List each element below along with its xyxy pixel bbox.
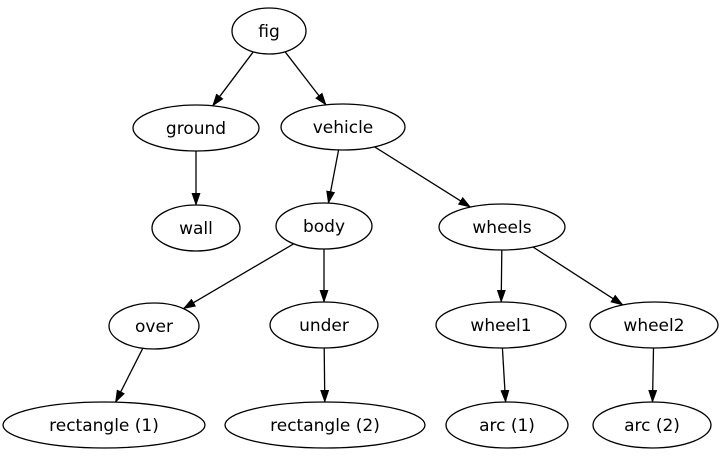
node-vehicle-ellipse bbox=[280, 103, 406, 151]
node-rectangle2-label: rectangle (2) bbox=[270, 416, 380, 436]
edge-vehicle-body bbox=[326, 149, 340, 205]
node-fig-label: fig bbox=[258, 22, 280, 42]
node-rectangle2: rectangle (2) bbox=[224, 401, 426, 449]
edge-vehicle-wheels bbox=[374, 146, 472, 208]
node-wheel1-label: wheel1 bbox=[470, 316, 531, 336]
node-over-label: over bbox=[135, 317, 173, 337]
node-over: over bbox=[108, 302, 200, 350]
node-wheel1-ellipse bbox=[435, 301, 567, 349]
node-over-ellipse bbox=[108, 302, 200, 350]
node-wheels: wheels bbox=[438, 203, 566, 251]
edge-wheels-wheel2 bbox=[532, 246, 624, 306]
edge-wheel1-arc1 bbox=[500, 347, 510, 403]
node-rectangle1-ellipse bbox=[2, 401, 206, 449]
node-rectangle1: rectangle (1) bbox=[2, 401, 206, 449]
node-rectangle1-label: rectangle (1) bbox=[49, 416, 159, 436]
edge-wheels-wheel1 bbox=[496, 249, 506, 303]
edge-body-over bbox=[182, 243, 295, 310]
node-arc2-ellipse bbox=[592, 401, 712, 449]
node-under-ellipse bbox=[269, 301, 379, 349]
node-ground-ellipse bbox=[132, 104, 260, 152]
node-body-ellipse bbox=[275, 202, 373, 250]
node-wheel2-ellipse bbox=[589, 301, 719, 349]
node-body-label: body bbox=[303, 217, 345, 237]
node-vehicle-label: vehicle bbox=[313, 118, 374, 138]
node-under-label: under bbox=[299, 316, 349, 336]
node-wheel1: wheel1 bbox=[435, 301, 567, 349]
node-wall: wall bbox=[151, 204, 241, 252]
node-arc2-label: arc (2) bbox=[624, 416, 680, 436]
node-arc1: arc (1) bbox=[445, 401, 569, 449]
node-ground: ground bbox=[132, 104, 260, 152]
node-fig: fig bbox=[231, 7, 307, 55]
node-arc1-label: arc (1) bbox=[479, 416, 535, 436]
node-ground-label: ground bbox=[166, 119, 226, 139]
node-wheel2: wheel2 bbox=[589, 301, 719, 349]
edge-under-rectangle2 bbox=[320, 347, 330, 403]
node-wall-ellipse bbox=[151, 204, 241, 252]
node-under: under bbox=[269, 301, 379, 349]
node-arc2: arc (2) bbox=[592, 401, 712, 449]
edge-wheel2-arc2 bbox=[648, 347, 658, 403]
edge-fig-vehicle bbox=[284, 51, 327, 106]
node-arc1-ellipse bbox=[445, 401, 569, 449]
node-wheels-ellipse bbox=[438, 203, 566, 251]
edge-over-rectangle1 bbox=[114, 348, 144, 404]
node-vehicle: vehicle bbox=[280, 103, 406, 151]
node-wheels-label: wheels bbox=[472, 218, 531, 238]
node-wheel2-label: wheel2 bbox=[623, 316, 684, 336]
node-body: body bbox=[275, 202, 373, 250]
node-fig-ellipse bbox=[231, 7, 307, 55]
node-wall-label: wall bbox=[179, 219, 213, 239]
node-rectangle2-ellipse bbox=[224, 401, 426, 449]
edge-fig-ground bbox=[212, 51, 254, 107]
